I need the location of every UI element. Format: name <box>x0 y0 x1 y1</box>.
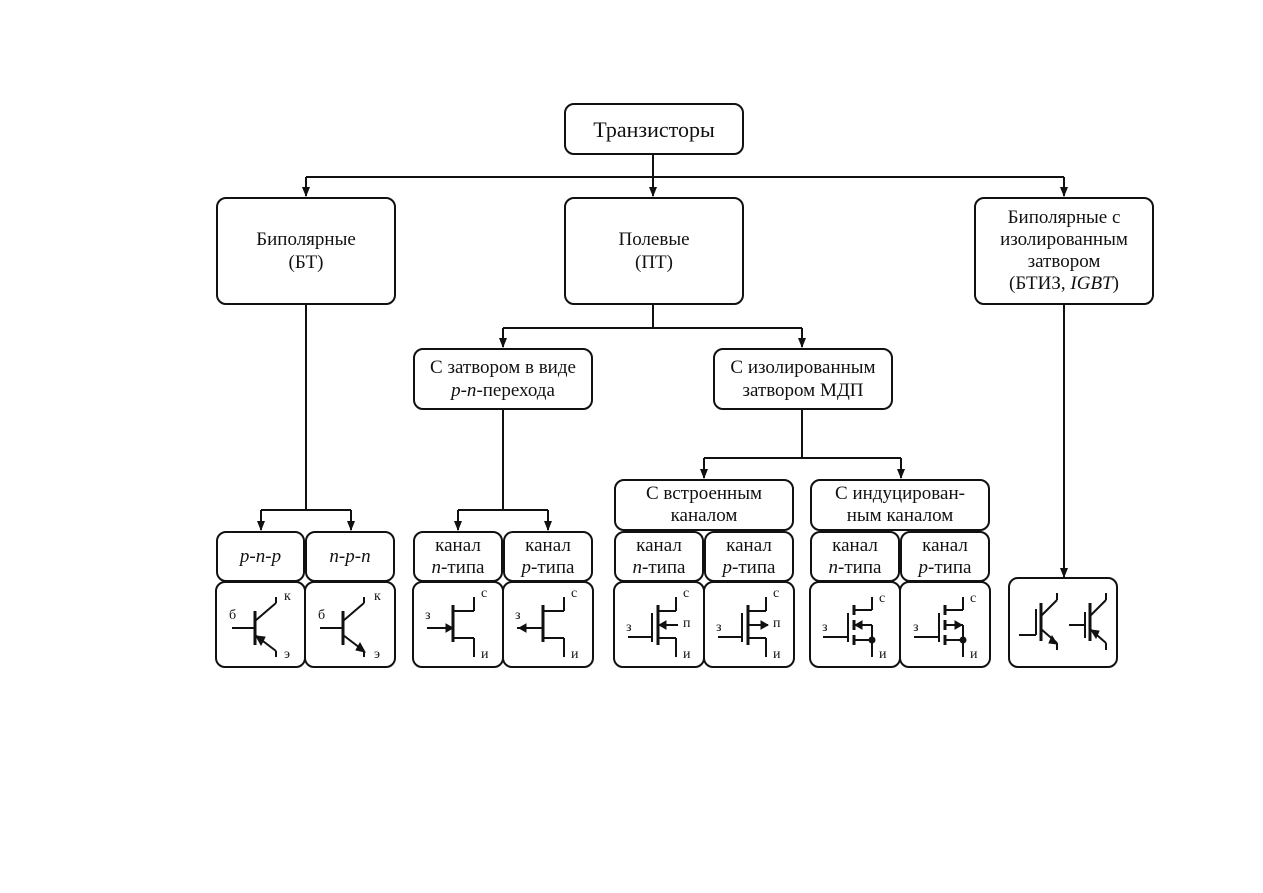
igbt-line2: изолированным <box>1000 229 1128 250</box>
induced-line2: ным каналом <box>846 505 954 526</box>
pnp-transistor-icon <box>232 597 277 657</box>
npn-type-box: n-p-n <box>305 531 395 582</box>
p-type-label: p-типа <box>722 556 776 578</box>
mosfet-enhancement-n-icon <box>823 597 876 657</box>
pin-substrate-label: п <box>683 616 691 631</box>
igbt-line3: затвором <box>1027 251 1101 272</box>
field-line2: (ПТ) <box>635 252 673 273</box>
jfet-n-type-box: канал n-типа <box>413 531 503 582</box>
pin-drain-label: с <box>481 586 488 601</box>
pin-source-label: и <box>481 647 489 662</box>
induced-p-type-box: канал p-типа <box>900 531 990 582</box>
channel-label: канал <box>832 534 878 556</box>
igbt-line4: (БТИЗ, IGBT) <box>1009 273 1119 294</box>
pin-emitter-label: э <box>284 647 291 662</box>
pin-base-label: б <box>318 608 326 623</box>
built-in-channel-node: С встроенным каналом <box>614 479 794 531</box>
field-node: Полевые (ПТ) <box>564 197 744 305</box>
pin-source-label: и <box>879 647 887 662</box>
pin-source-label: и <box>970 647 978 662</box>
channel-label: канал <box>435 534 481 556</box>
channel-label: канал <box>636 534 682 556</box>
mosfet-depletion-n-icon <box>628 597 678 657</box>
bipolar-line1: Биполярные <box>256 229 356 250</box>
pin-source-label: и <box>773 647 781 662</box>
n-type-label: n-типа <box>632 556 686 578</box>
root-label: Транзисторы <box>593 116 715 142</box>
induced-line1: С индуцирован- <box>835 483 965 504</box>
pin-gate-label: з <box>822 620 828 635</box>
jfet-line1: С затвором в виде <box>430 357 576 378</box>
npn-label: n-p-n <box>329 546 371 567</box>
n-type-label: n-типа <box>431 556 485 578</box>
bipolar-line2: (БТ) <box>288 252 324 273</box>
mosfet-depletion-p-icon <box>718 597 770 657</box>
pin-gate-label: з <box>626 620 632 635</box>
mosfet-node: С изолированным затвором МДП <box>713 348 893 410</box>
pin-base-label: б <box>229 608 237 623</box>
pin-emitter-label: э <box>374 647 381 662</box>
jfet-n-channel-icon <box>427 597 475 657</box>
built-in-line2: каналом <box>670 505 738 526</box>
channel-label: канал <box>922 534 968 556</box>
igbt-line1: Биполярные с <box>1007 207 1121 228</box>
pnp-type-box: p-n-p <box>216 531 305 582</box>
pin-source-label: и <box>683 647 691 662</box>
jfet-p-type-box: канал p-типа <box>503 531 593 582</box>
channel-label: канал <box>525 534 571 556</box>
field-line1: Полевые <box>618 229 690 250</box>
mosfet-enhancement-p-icon <box>914 597 967 657</box>
n-type-label: n-типа <box>828 556 882 578</box>
jfet-p-channel-icon <box>517 597 565 657</box>
induced-channel-node: С индуцирован- ным каналом <box>810 479 990 531</box>
pin-substrate-label: п <box>773 616 781 631</box>
mosfet-line1: С изолированным <box>730 357 876 378</box>
pin-gate-label: з <box>425 608 431 623</box>
mosfet-line2: затвором МДП <box>742 380 864 401</box>
pin-drain-label: с <box>879 591 886 606</box>
induced-n-type-box: канал n-типа <box>810 531 900 582</box>
bipolar-node: Биполярные (БТ) <box>216 197 396 305</box>
builtin-n-type-box: канал n-типа <box>614 531 704 582</box>
pin-gate-label: з <box>913 620 919 635</box>
pin-collector-label: к <box>284 589 291 604</box>
pin-drain-label: с <box>773 586 780 601</box>
builtin-p-type-box: канал p-типа <box>704 531 794 582</box>
jfet-line2: p-n-переходa <box>451 380 555 401</box>
root-node: Транзисторы <box>564 103 744 155</box>
built-in-line1: С встроенным <box>645 483 763 504</box>
pin-drain-label: с <box>571 586 578 601</box>
p-type-label: p-типа <box>918 556 972 578</box>
pin-gate-label: з <box>515 608 521 623</box>
igbt-n-icon <box>1019 593 1058 650</box>
pin-gate-label: з <box>716 620 722 635</box>
igbt-node: Биполярные с изолированным затвором (БТИ… <box>974 197 1154 305</box>
p-type-label: p-типа <box>521 556 575 578</box>
jfet-node: С затвором в виде p-n-переходa <box>413 348 593 410</box>
pin-drain-label: с <box>683 586 690 601</box>
igbt-p-icon <box>1069 593 1107 650</box>
channel-label: канал <box>726 534 772 556</box>
pin-drain-label: с <box>970 591 977 606</box>
npn-transistor-icon <box>320 597 366 657</box>
pin-source-label: и <box>571 647 579 662</box>
pnp-label: p-n-p <box>239 546 282 567</box>
pin-collector-label: к <box>374 589 381 604</box>
